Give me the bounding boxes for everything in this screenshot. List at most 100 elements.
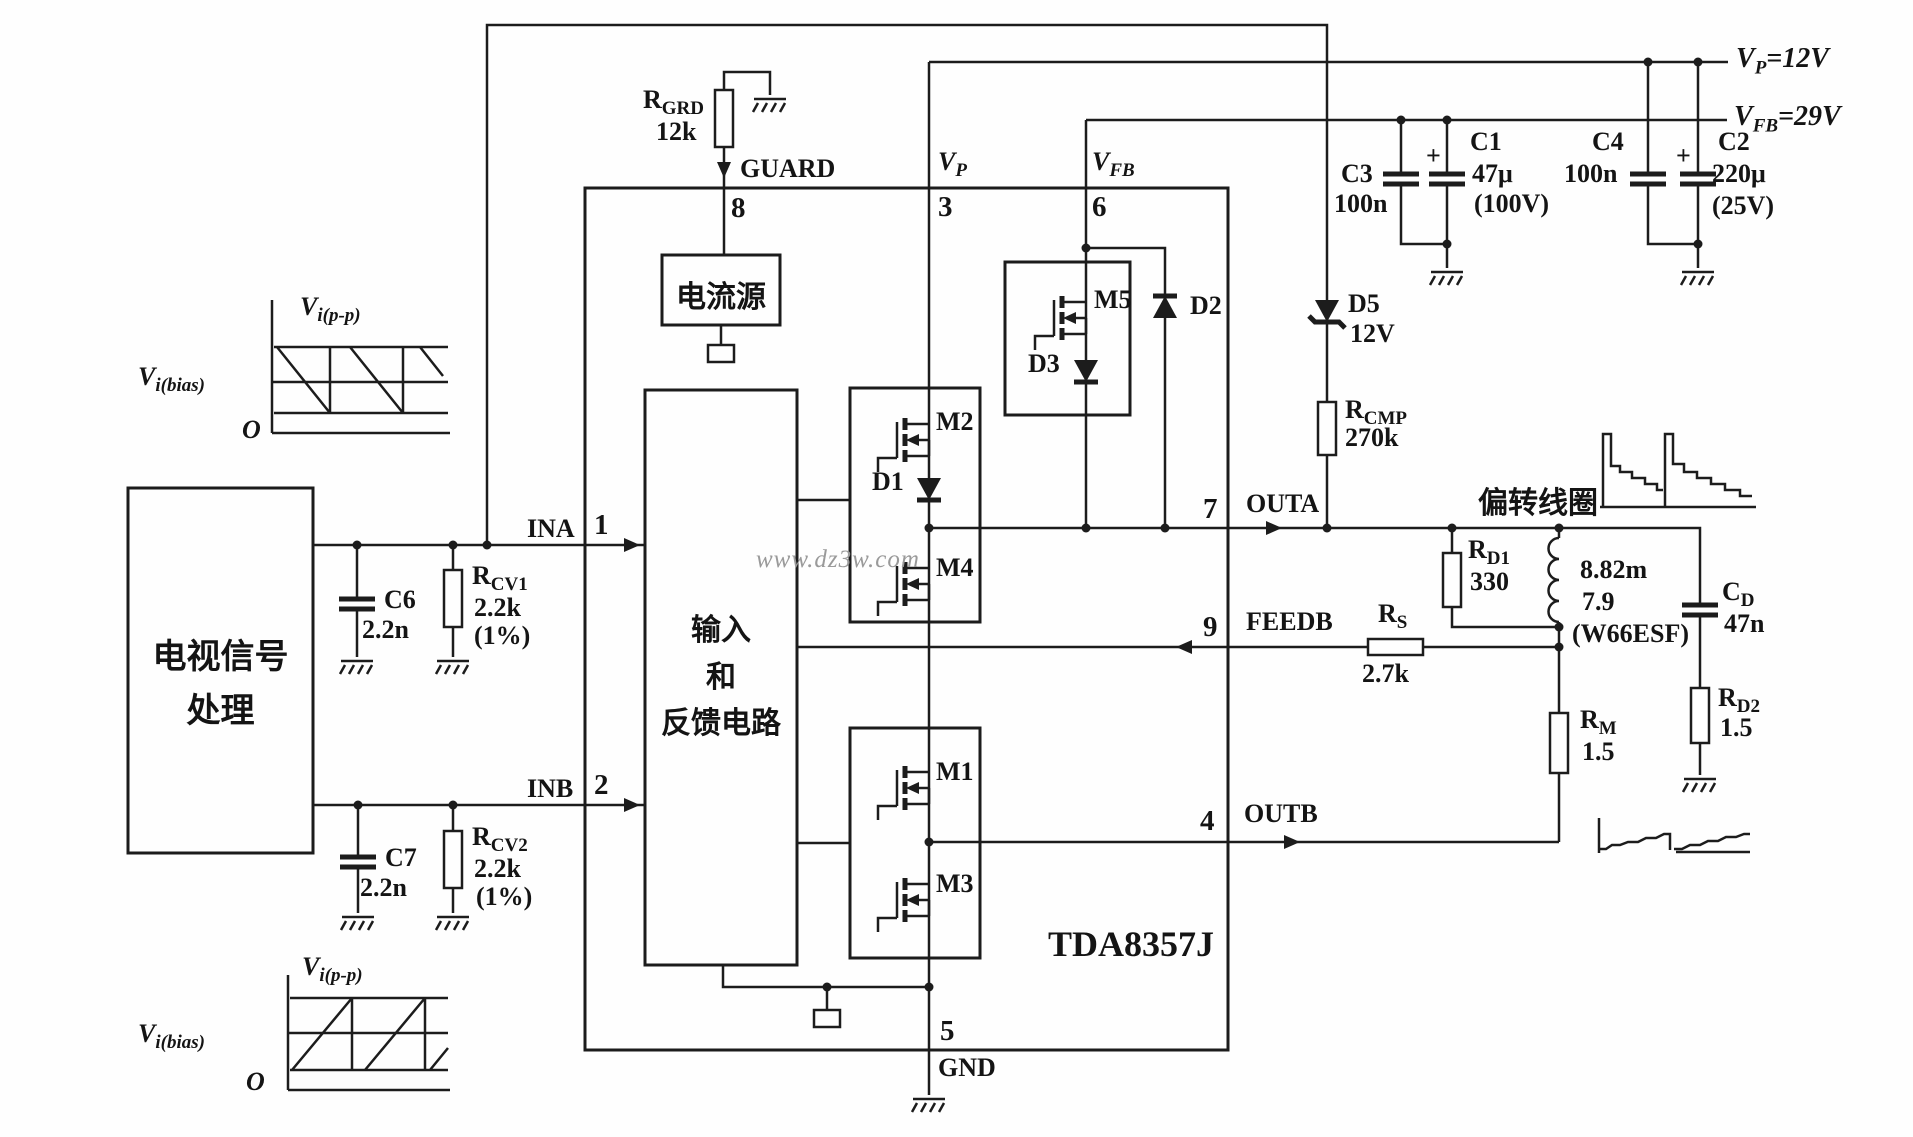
tv-signal-box-label: 电视信号处理 <box>152 638 289 731</box>
wave-tl-origin-label: O <box>242 415 261 444</box>
current-source-stub <box>706 343 736 364</box>
block-outlines <box>126 186 1230 1052</box>
c2-capacitor <box>1680 171 1716 187</box>
m5-label: M5 <box>1094 285 1132 314</box>
wires <box>313 23 1728 1095</box>
ina-arrow <box>624 538 640 552</box>
rm-label: RM <box>1580 705 1617 740</box>
zener-d5 <box>1307 300 1347 330</box>
coil-resistance: 7.9 <box>1582 587 1615 616</box>
mosfet-m5 <box>1035 296 1086 350</box>
waveform-bottom-left <box>286 975 450 1092</box>
outa-port-label: OUTA <box>1246 489 1320 518</box>
pin-5-label: 5 <box>940 1015 955 1047</box>
c6-label: C6 <box>384 585 416 614</box>
wave-bl-vbias-label: Vi(bias) <box>138 1019 205 1054</box>
rs-label: RS <box>1378 599 1408 634</box>
waveform-outa-flyback <box>1600 432 1756 509</box>
inb-port-label: INB <box>527 774 574 803</box>
c2-label: C2 <box>1718 127 1750 156</box>
waveform-top-left <box>270 300 450 435</box>
wave-tl-vbias-label: Vi(bias) <box>138 362 205 397</box>
pin-4-label: 4 <box>1200 805 1215 837</box>
c2-value: 220μ <box>1712 159 1766 188</box>
coil-inductance: 8.82m <box>1580 555 1648 584</box>
c1-plus-sign: + <box>1426 141 1441 170</box>
outb-port-label: OUTB <box>1244 799 1318 828</box>
pin-9-label: 9 <box>1203 611 1218 643</box>
vfb-rail-label: VFB=29V <box>1734 101 1841 137</box>
rcv1-tolerance: (1%) <box>474 621 531 650</box>
feedb-arrow <box>1176 640 1192 654</box>
rcv2-resistor <box>442 829 464 890</box>
wave-tl-vpp-label: Vi(p-p) <box>300 292 361 327</box>
m1-m3-box <box>848 726 982 960</box>
tv-signal-box <box>126 486 315 855</box>
junction-dots <box>352 57 1703 992</box>
diode-symbols <box>917 293 1347 503</box>
wave-bl-origin-label: O <box>246 1067 265 1096</box>
m2-label: M2 <box>936 407 974 436</box>
rm-value: 1.5 <box>1582 737 1615 766</box>
cd-label: CD <box>1722 577 1755 612</box>
pin-2-label: 2 <box>594 769 609 801</box>
pin-8-label: 8 <box>731 192 746 224</box>
rcmp-label: RCMP <box>1345 395 1408 430</box>
rd1-label: RD1 <box>1468 535 1511 570</box>
m5-d3-box <box>1003 260 1132 417</box>
rgrd-resistor <box>713 88 735 149</box>
rgrd-value: 12k <box>656 117 697 146</box>
input-feedback-box <box>643 388 799 967</box>
current-source-box <box>660 253 782 327</box>
c2-plus-sign: + <box>1676 141 1691 170</box>
resistor-symbols <box>442 88 1711 890</box>
diode-d2 <box>1153 293 1177 318</box>
d2-label: D2 <box>1190 291 1222 320</box>
pin-7-label: 7 <box>1203 493 1218 525</box>
c3-label: C3 <box>1341 159 1373 188</box>
gnd-port-label: GND <box>938 1053 996 1082</box>
mosfet-m1 <box>878 766 929 820</box>
rcv1-value: 2.2k <box>474 593 521 622</box>
inb-arrow <box>624 798 640 812</box>
rcv2-value: 2.2k <box>474 854 521 883</box>
c6-value: 2.2n <box>362 615 409 644</box>
rcmp-value: 270k <box>1345 423 1399 452</box>
c7-capacitor <box>340 854 376 870</box>
current-source-label: 电流源 <box>676 281 766 314</box>
mosfet-m2 <box>878 418 929 472</box>
c2-voltage: (25V) <box>1712 191 1775 220</box>
d5-label: D5 <box>1348 289 1380 318</box>
diode-d1 <box>917 478 941 503</box>
vp-rail-label: VP=12V <box>1736 43 1829 79</box>
ina-port-label: INA <box>527 514 575 543</box>
coil-type: (W66ESF) <box>1572 619 1689 648</box>
d3-label: D3 <box>1028 349 1060 378</box>
c4-capacitor <box>1630 171 1666 187</box>
ic-part-number: TDA8357J <box>1048 924 1215 964</box>
pin-6-label: 6 <box>1092 191 1107 223</box>
rcv2-tolerance: (1%) <box>476 882 533 911</box>
signal-arrows <box>624 162 1300 849</box>
m1-label: M1 <box>936 757 974 786</box>
rd1-value: 330 <box>1470 567 1509 596</box>
guard-arrow <box>717 162 731 178</box>
c1-value: 47μ <box>1472 159 1513 188</box>
rcv2-label: RCV2 <box>472 822 528 857</box>
rcv1-resistor <box>442 568 464 629</box>
c6-capacitor <box>339 596 375 612</box>
input-feedback-box-label: 输入和反馈电路 <box>661 614 781 740</box>
wave-bl-vpp-label: Vi(p-p) <box>302 952 363 987</box>
deflection-coil-label: 偏转线圈 <box>1478 487 1598 520</box>
bottom-stub <box>812 1008 842 1029</box>
cd-value: 47n <box>1724 609 1765 638</box>
m4-label: M4 <box>936 553 974 582</box>
outb-arrow <box>1284 835 1300 849</box>
rd2-value: 1.5 <box>1720 713 1753 742</box>
rm-resistor <box>1548 711 1570 775</box>
watermark-text: www.dz3w.com <box>756 546 920 573</box>
m2-d1-m4-box <box>848 386 982 624</box>
mosfet-m3 <box>878 878 929 932</box>
